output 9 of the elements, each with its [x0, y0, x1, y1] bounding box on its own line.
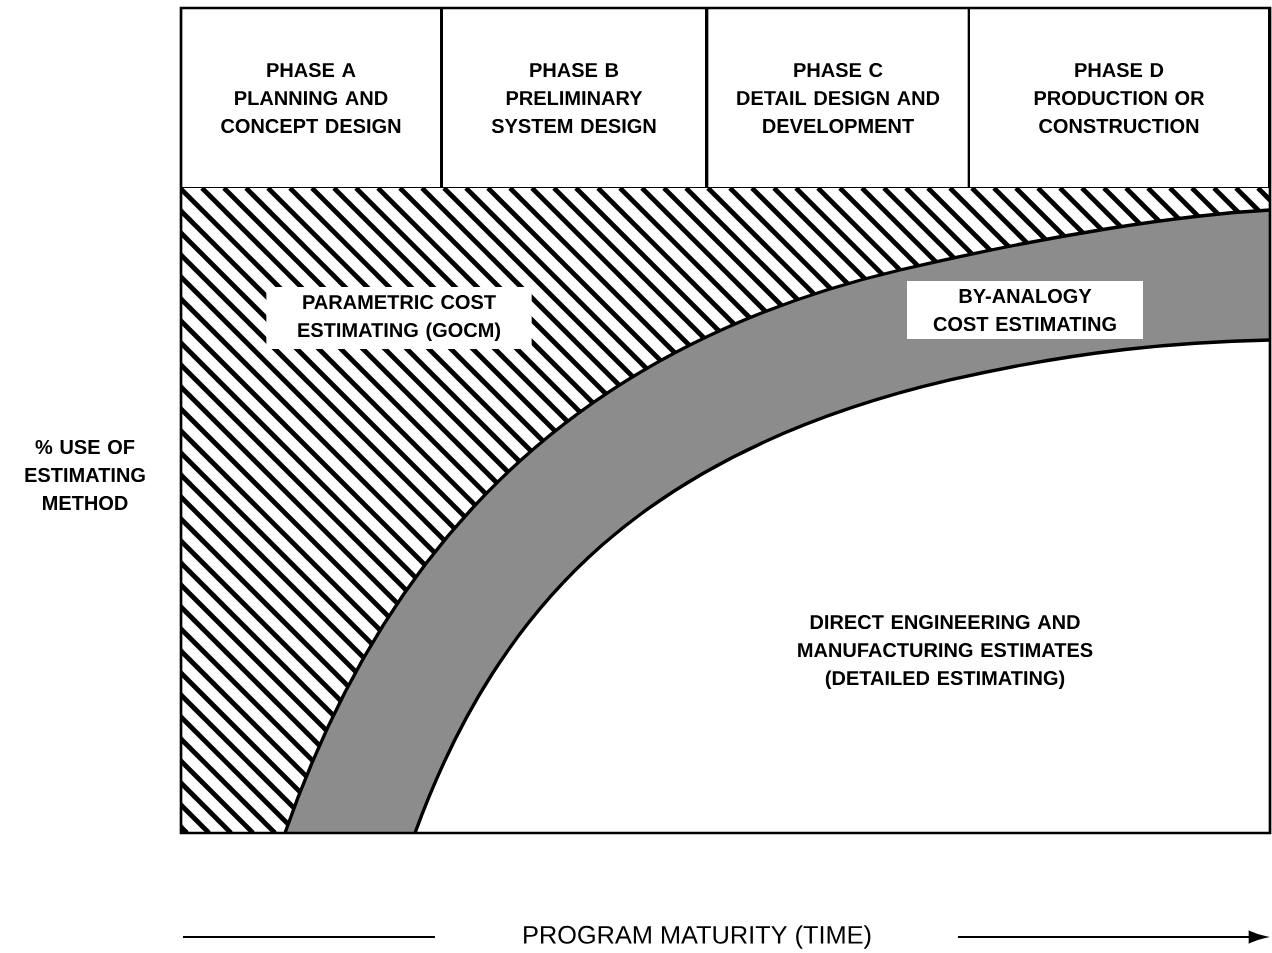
region-label: DIRECT ENGINEERING AND MANUFACTURING ESTIMATES (DETAILED ESTIMATING) [798, 614, 1093, 690]
phase-box: PHASE D PRODUCTION OR CONSTRUCTION [968, 7, 1270, 189]
region-label: PARAMETRIC COST ESTIMATING (GOCM) [266, 286, 532, 350]
phase-box: PHASE C DETAIL DESIGN AND DEVELOPMENT [706, 7, 970, 189]
axis-label: PROGRAM MATURITY (TIME) [524, 925, 871, 949]
axis-label: % USE OF ESTIMATING METHOD [25, 439, 145, 511]
region-label: BY-ANALOGY COST ESTIMATING [907, 280, 1143, 340]
phase-box: PHASE B PRELIMINARY SYSTEM DESIGN [441, 7, 707, 189]
phase-box: PHASE A PLANNING AND CONCEPT DESIGN [180, 7, 442, 189]
